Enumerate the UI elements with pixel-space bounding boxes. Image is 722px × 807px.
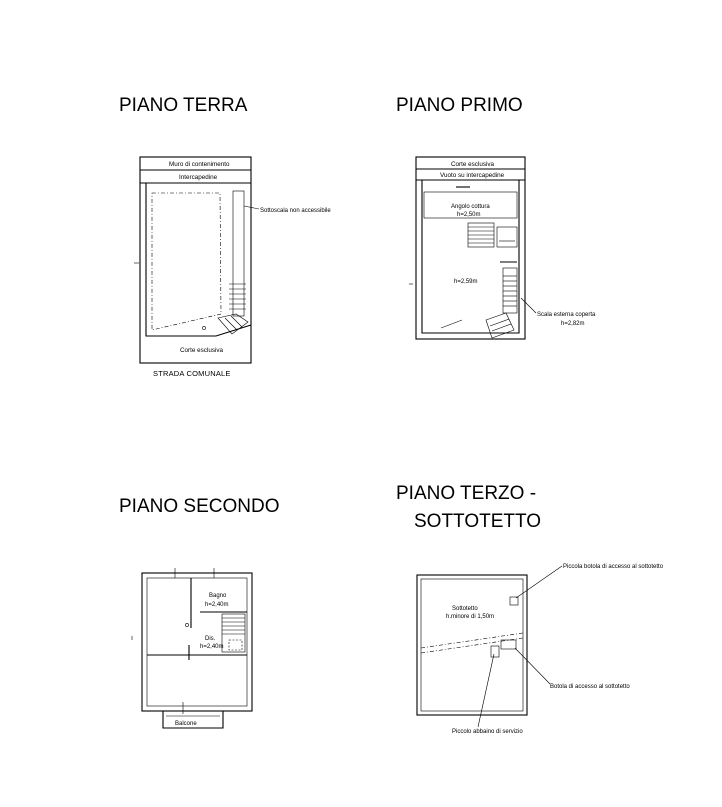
first-label-kitchen-h: h=2,50m <box>457 212 481 218</box>
first-label-kitchen: Angolo cottura <box>451 204 490 210</box>
plan-third-floor: PIANO TERZO - SOTTOTETTO Sottotetto h.mi… <box>396 483 664 735</box>
second-label-dis: Dis. <box>205 636 216 642</box>
plan-ground-floor: PIANO TERRA Muro di contenimento Interca… <box>119 95 331 378</box>
second-floor-title: PIANO SECONDO <box>119 496 279 517</box>
ground-dashed-area <box>151 192 222 331</box>
third-dormer <box>490 645 500 658</box>
first-floor-title: PIANO PRIMO <box>396 95 523 116</box>
second-stairs <box>221 613 246 653</box>
ground-label-gap: Intercapedine <box>179 174 218 181</box>
third-outline <box>416 574 528 716</box>
first-kitchen-area <box>423 191 518 219</box>
third-leader-hatch <box>514 647 551 685</box>
first-external-stairs <box>485 267 518 339</box>
ground-outline <box>139 156 252 364</box>
ground-leader-under-stairs <box>243 205 260 210</box>
second-inner-outline <box>146 577 248 707</box>
first-label-court: Corte esclusiva <box>451 161 495 168</box>
second-door-mark <box>185 623 189 627</box>
ground-stairs <box>217 283 249 335</box>
second-outline <box>141 572 253 712</box>
third-floor-title-line1: PIANO TERZO - <box>396 483 536 504</box>
second-balcony <box>162 711 224 729</box>
first-label-ext-stairs-h: h=2,82m <box>561 321 585 327</box>
third-label-hatch: Botola di accesso al sottotetto <box>550 684 630 690</box>
plan-first-floor: PIANO PRIMO Corte esclusiva Vuoto su int… <box>396 95 596 340</box>
ground-label-wall: Muro di contenimento <box>169 161 230 168</box>
third-ridge-line-2 <box>420 637 524 654</box>
ground-label-under-stairs: Sottoscala non accessibile <box>260 208 331 214</box>
third-floor-title-line2: SOTTOTETTO <box>414 511 541 532</box>
first-label-room-h: h=2,59m <box>454 279 478 285</box>
ground-under-stairs <box>232 190 245 317</box>
third-hatch <box>500 639 517 650</box>
third-label-small-hatch: Piccola botola di accesso al sottotetto <box>563 564 664 570</box>
third-label-attic: Sottotetto <box>452 606 478 612</box>
first-outline <box>415 156 526 340</box>
ground-door-mark <box>202 326 206 330</box>
ground-label-court: Corte esclusiva <box>180 347 224 354</box>
ground-building-wall <box>145 183 252 337</box>
first-inner-stairs <box>467 222 518 248</box>
third-leader-small-hatch <box>515 565 563 599</box>
third-small-hatch <box>509 596 519 606</box>
first-label-void: Vuoto su intercapedine <box>440 172 505 179</box>
third-label-attic-h: h.minore di 1,50m <box>446 614 494 620</box>
first-label-ext-stairs: Scala esterna coperta <box>537 312 596 318</box>
third-inner-outline <box>420 578 524 712</box>
third-ridge-line-1 <box>420 632 524 649</box>
second-label-dis-h: h=2,40m <box>200 644 224 650</box>
third-label-dormer: Piccolo abbaino di servizio <box>452 729 523 735</box>
second-label-balcony: Balcone <box>175 721 197 727</box>
first-window-bottom <box>440 319 463 329</box>
first-leader-ext-stairs <box>520 297 537 314</box>
second-label-bath-h: h=2,40m <box>205 602 229 608</box>
ground-floor-title: PIANO TERRA <box>119 95 248 116</box>
plan-second-floor: PIANO SECONDO Bagno h=2,40m Dis. h=2,40m <box>119 496 279 729</box>
ground-label-road: STRADA COMUNALE <box>153 369 231 378</box>
first-inner-wall <box>421 180 520 334</box>
second-label-bath: Bagno <box>209 593 227 599</box>
third-leader-dormer <box>477 653 495 728</box>
